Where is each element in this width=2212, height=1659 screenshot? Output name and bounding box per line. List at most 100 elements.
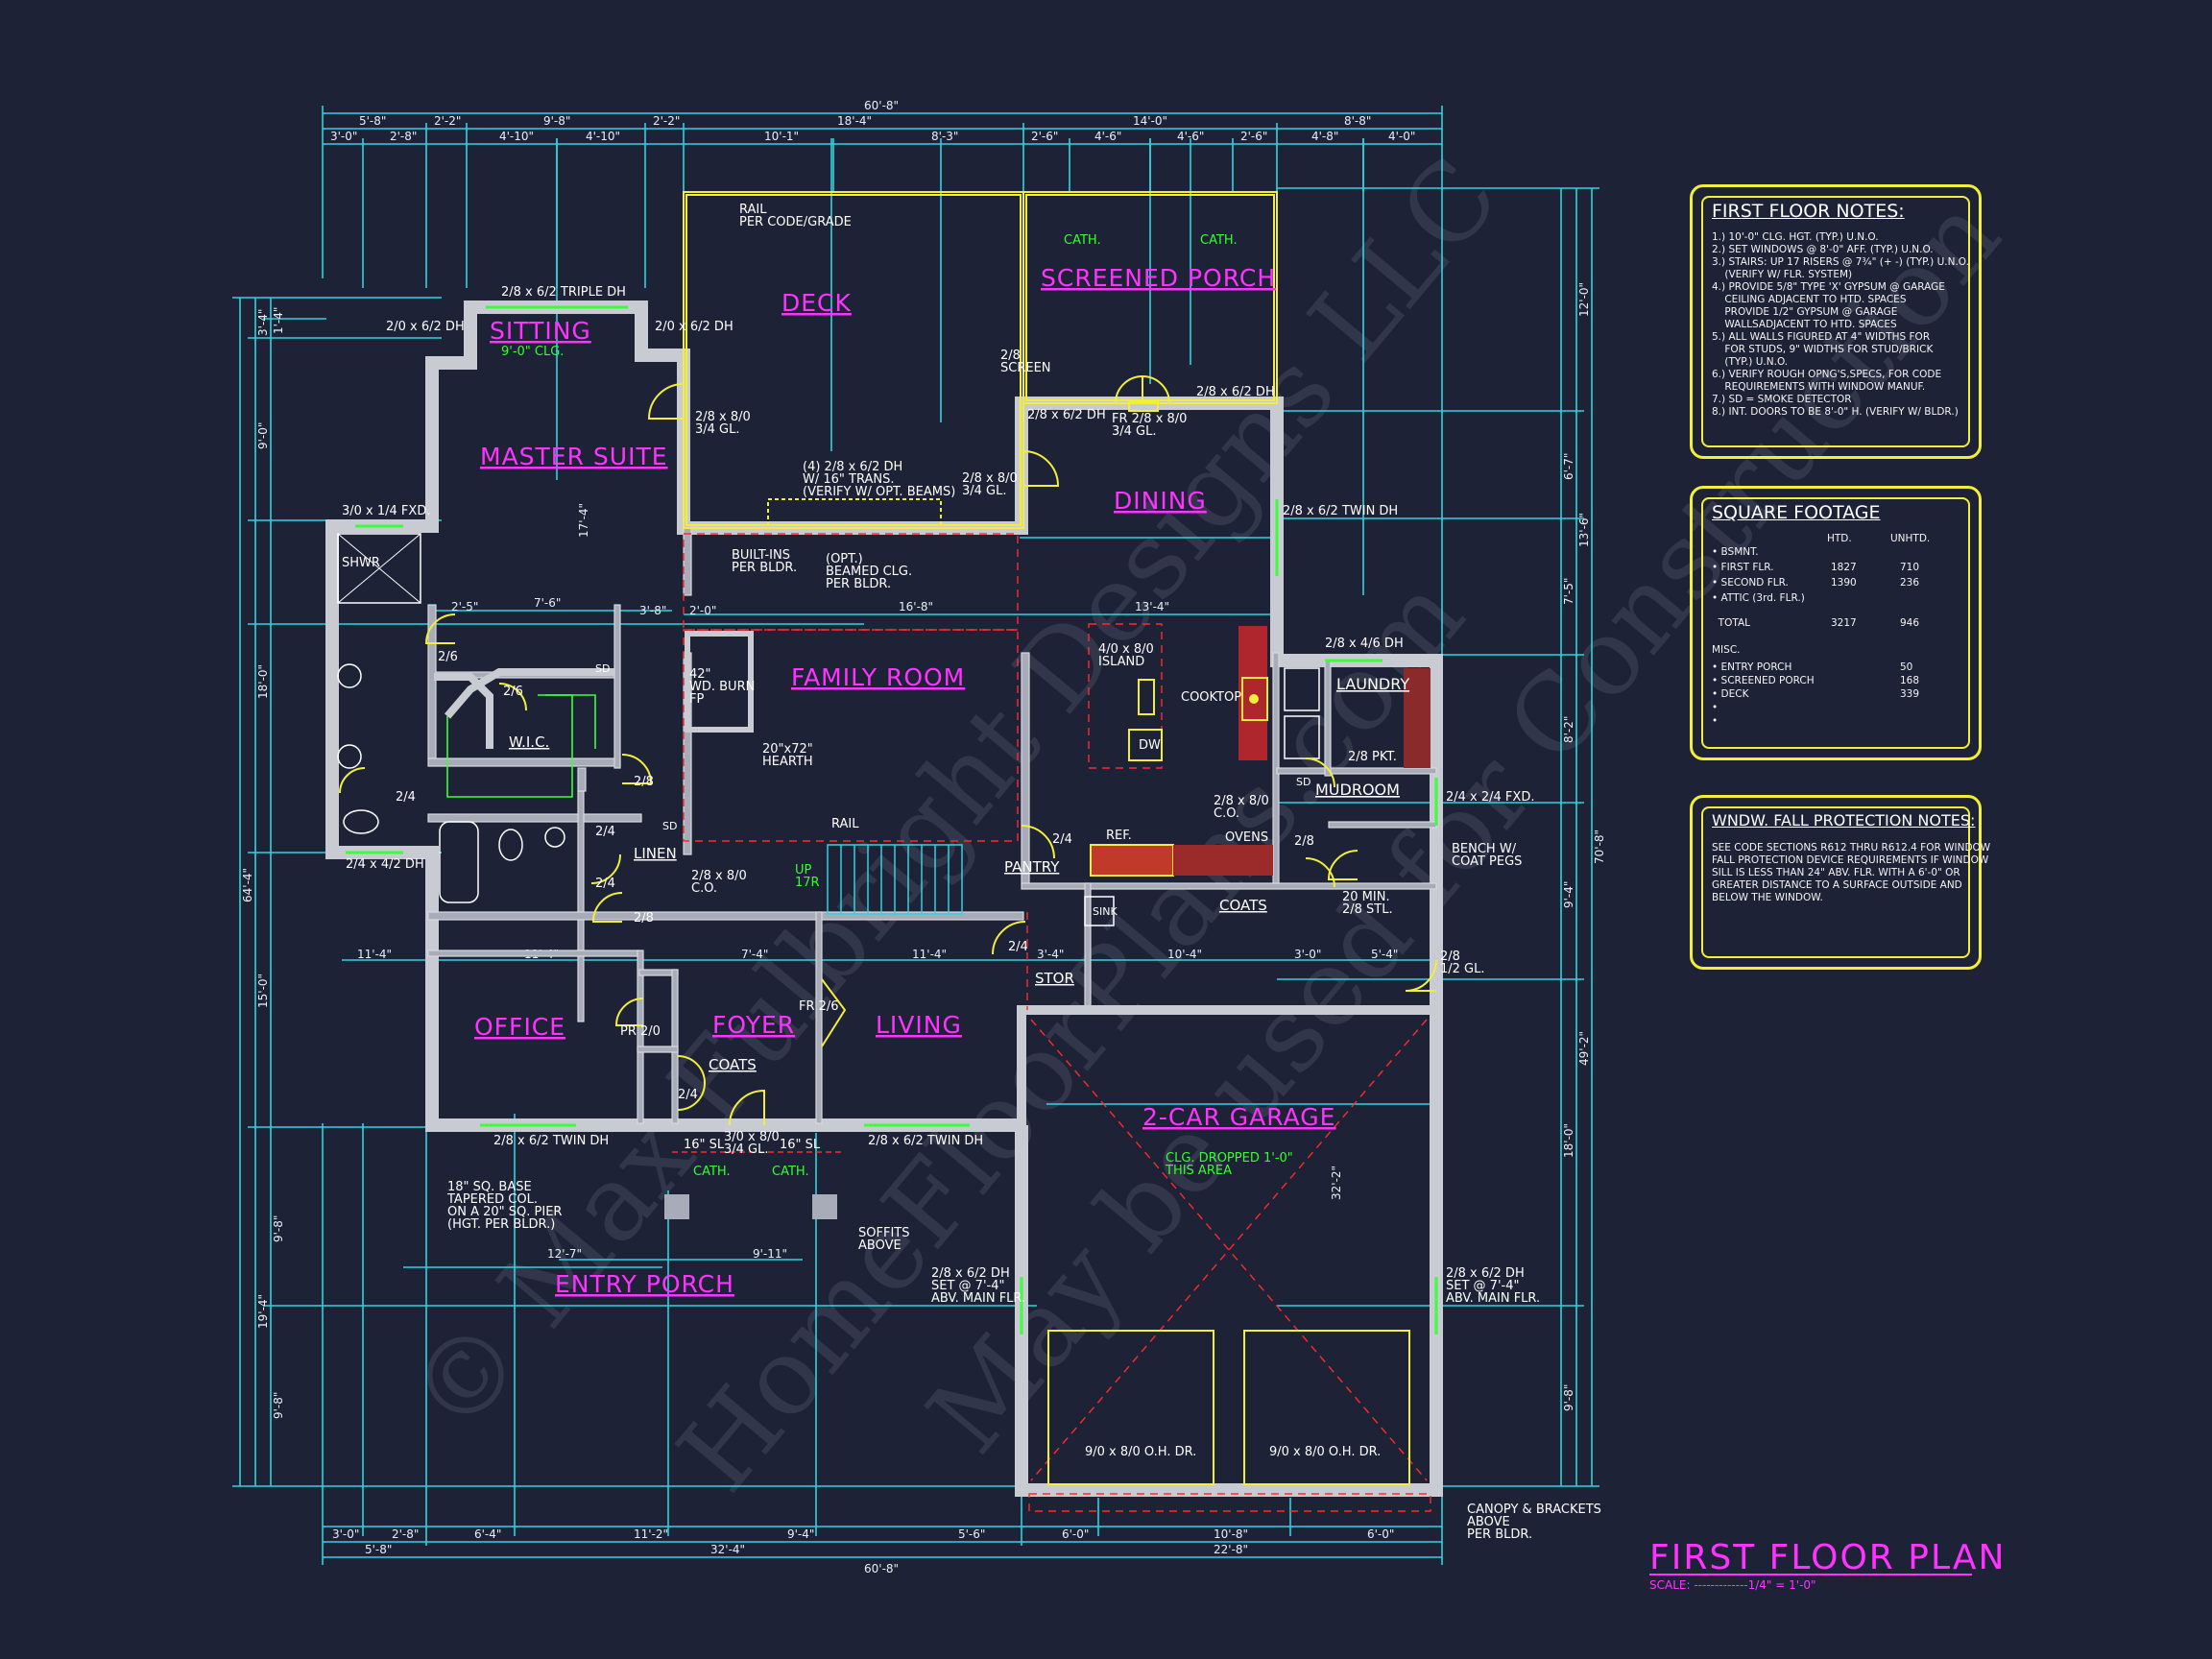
room-dining: DINING	[1114, 487, 1207, 515]
sqft-cell: 3217	[1831, 617, 1857, 629]
svg-text:2'-6": 2'-6"	[1240, 130, 1267, 143]
svg-text:8'-3": 8'-3"	[931, 130, 958, 143]
room-laundry: LAUNDRY	[1336, 675, 1409, 693]
svg-text:9/0 x 8/0 O.H. DR.: 9/0 x 8/0 O.H. DR.	[1269, 1445, 1381, 1459]
svg-text:22'-8": 22'-8"	[1214, 1543, 1248, 1556]
svg-text:18'-4": 18'-4"	[837, 114, 872, 128]
svg-text:16" SL: 16" SL	[780, 1138, 821, 1152]
room-linen: LINEN	[634, 845, 677, 862]
svg-text:2'-8": 2'-8"	[390, 130, 417, 143]
room-garage: 2-CAR GARAGE	[1142, 1103, 1335, 1131]
family-overlays	[683, 533, 1163, 1010]
sqft-cell: •	[1712, 715, 1719, 727]
svg-text:49'-2": 49'-2"	[1577, 1031, 1591, 1066]
sqft-cell: • DECK	[1712, 688, 1749, 700]
sqft-cell: 946	[1900, 617, 1920, 629]
svg-text:4'-10": 4'-10"	[499, 130, 534, 143]
svg-text:16'-8": 16'-8"	[899, 600, 933, 613]
notes-lines: 1.) 10'-0" CLG. HGT. (TYP.) U.N.O. 2.) S…	[1712, 231, 1969, 418]
dims-left-text: 64'-4" 3'-4" 9'-0" 18'-0" 15'-0" 19'-4" …	[241, 307, 285, 1419]
sqft-cell: 1827	[1831, 562, 1857, 573]
label-stl: 20 MIN.2/8 STL.	[1342, 890, 1393, 917]
sqft-cell: • FIRST FLR.	[1712, 562, 1774, 573]
svg-text:9'-4": 9'-4"	[787, 1527, 814, 1541]
sqft-cell: TOTAL	[1712, 617, 1750, 629]
svg-text:2/4: 2/4	[595, 877, 615, 891]
svg-text:2'-5": 2'-5"	[451, 600, 478, 613]
svg-text:2/8 x 6/2 DH: 2/8 x 6/2 DH	[1196, 385, 1275, 399]
label-hearth: 20"x72"HEARTH	[762, 742, 813, 769]
svg-text:CATH.: CATH.	[1200, 233, 1238, 248]
svg-text:9'-8": 9'-8"	[543, 114, 570, 128]
svg-text:9'-11": 9'-11"	[753, 1247, 787, 1261]
room-family-room: FAMILY ROOM	[791, 663, 965, 691]
svg-text:3'-0": 3'-0"	[1294, 948, 1321, 961]
svg-text:RAIL: RAIL	[831, 817, 859, 831]
garage	[1017, 1005, 1441, 1512]
sqft-cell: 339	[1900, 688, 1920, 700]
svg-text:7'-6": 7'-6"	[534, 596, 561, 610]
sqft-cell: 710	[1900, 562, 1920, 573]
svg-text:OVENS: OVENS	[1225, 830, 1268, 845]
svg-text:2'-2": 2'-2"	[653, 114, 680, 128]
svg-text:9/0 x 8/0 O.H. DR.: 9/0 x 8/0 O.H. DR.	[1085, 1445, 1196, 1459]
svg-text:3'-0": 3'-0"	[330, 130, 357, 143]
svg-text:2/4: 2/4	[1052, 832, 1072, 847]
svg-text:6'-4": 6'-4"	[474, 1527, 501, 1541]
svg-text:10'-8": 10'-8"	[1214, 1527, 1248, 1541]
svg-text:6'-0": 6'-0"	[1062, 1527, 1089, 1541]
annotations: 9'-0" CLG. 2/8 x 6/2 TRIPLE DH 2/0 x 6/2…	[342, 233, 1534, 1459]
fall-protection-panel: WNDW. FALL PROTECTION NOTES: SEE CODE SE…	[1690, 795, 1990, 970]
svg-text:6'-7": 6'-7"	[1562, 453, 1575, 480]
svg-text:COOKTOP: COOKTOP	[1181, 690, 1241, 705]
svg-text:9'-8": 9'-8"	[1562, 1384, 1575, 1411]
svg-text:4'-6": 4'-6"	[1094, 130, 1121, 143]
svg-text:32'-2": 32'-2"	[1330, 1166, 1343, 1200]
svg-text:10'-4": 10'-4"	[1167, 948, 1202, 961]
svg-text:SHWR: SHWR	[342, 556, 380, 570]
svg-text:7'-4": 7'-4"	[741, 948, 768, 961]
svg-text:18'-0": 18'-0"	[1562, 1123, 1575, 1158]
windows	[346, 305, 1438, 1334]
label-clg-drop: CLG. DROPPED 1'-0"THIS AREA	[1165, 1151, 1293, 1178]
svg-text:7'-5": 7'-5"	[1562, 578, 1575, 605]
svg-text:11'-2": 11'-2"	[634, 1527, 668, 1541]
sqft-col-unhtd: UNHTD.	[1890, 533, 1931, 544]
room-mudroom: MUDROOM	[1315, 781, 1400, 799]
title-underline	[1649, 1574, 1972, 1575]
sqft-header: SQUARE FOOTAGE	[1712, 502, 1881, 523]
square-footage-panel: SQUARE FOOTAGE HTD. UNHTD. • BSMNT.• FIR…	[1690, 486, 1982, 760]
sqft-cell: MISC.	[1712, 644, 1741, 656]
svg-text:18'-0": 18'-0"	[256, 664, 270, 699]
svg-text:11'-4": 11'-4"	[357, 948, 392, 961]
notes-header: FIRST FLOOR NOTES:	[1712, 201, 1905, 222]
svg-text:2'-0": 2'-0"	[689, 604, 716, 617]
svg-text:2/8: 2/8	[634, 775, 654, 789]
svg-text:CATH.: CATH.	[772, 1165, 809, 1179]
svg-text:4'-10": 4'-10"	[586, 130, 620, 143]
svg-text:4'-8": 4'-8"	[1311, 130, 1338, 143]
fall-header: WNDW. FALL PROTECTION NOTES:	[1712, 811, 1976, 830]
svg-text:FR 2/6: FR 2/6	[799, 999, 839, 1014]
svg-text:PR 2/0: PR 2/0	[620, 1024, 661, 1039]
svg-text:8'-8": 8'-8"	[1344, 114, 1371, 128]
sqft-cell: 236	[1900, 577, 1920, 589]
svg-text:64'-4": 64'-4"	[241, 868, 254, 902]
svg-text:2/8: 2/8	[634, 911, 654, 926]
svg-text:2/4: 2/4	[595, 825, 615, 839]
svg-text:15'-0": 15'-0"	[256, 974, 270, 1008]
kitchen	[337, 533, 1431, 1219]
svg-text:2/8 x 4/6 DH: 2/8 x 4/6 DH	[1325, 637, 1404, 651]
svg-text:2/0 x 6/2 DH: 2/0 x 6/2 DH	[655, 320, 733, 334]
sqft-cell: • SCREENED PORCH	[1712, 675, 1815, 686]
plan-scale: SCALE: -------------1/4" = 1'-0"	[1649, 1578, 1816, 1592]
room-living: LIVING	[876, 1011, 962, 1039]
svg-text:16" SL: 16" SL	[684, 1138, 725, 1152]
